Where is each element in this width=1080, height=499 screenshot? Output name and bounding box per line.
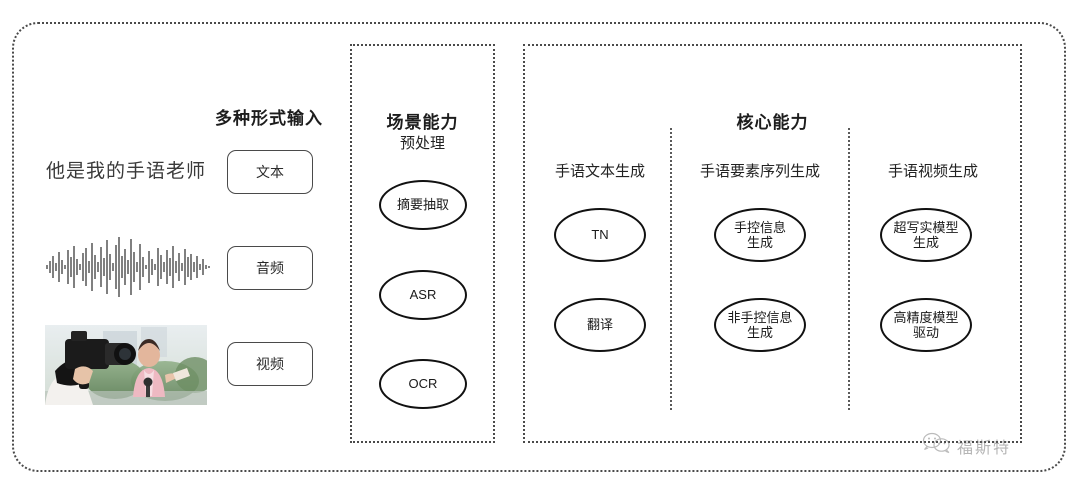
input-chip-text[interactable]: 文本: [227, 150, 313, 194]
node-label-line2: 生成: [746, 325, 773, 340]
core-column-divider-1: [670, 128, 672, 410]
node-label-line1: 手控信息: [733, 219, 786, 235]
core-column-label-sign-text-generation: 手语文本生成: [554, 163, 645, 180]
node-scene-summary-extraction[interactable]: 摘要抽取: [379, 180, 467, 230]
node-core-non-manual-signal-generation[interactable]: 非手控信息 生成: [714, 298, 806, 352]
node-label: 翻译: [586, 317, 613, 333]
node-core-manual-signal-generation[interactable]: 手控信息 生成: [714, 208, 806, 262]
node-core-high-precision-model-driving[interactable]: 高精度模型 驱动: [880, 298, 972, 352]
node-label: TN: [591, 227, 609, 243]
panel-core-title: 核心能力: [736, 113, 809, 132]
video-thumbnail: [45, 325, 207, 405]
node-label-line1: 超写实模型: [893, 219, 959, 235]
node-label-wrap: 非手控信息 生成: [727, 310, 792, 341]
node-core-hyperrealistic-model-generation[interactable]: 超写实模型 生成: [880, 208, 972, 262]
node-label: ASR: [409, 287, 437, 303]
panel-scene-capability: 场景能力: [350, 44, 495, 443]
node-label-line1: 非手控信息: [727, 309, 793, 325]
audio-waveform: [45, 235, 211, 299]
core-column-label-sign-element-sequence-generation: 手语要素序列生成: [699, 163, 820, 180]
watermark-text: 福斯特: [957, 439, 1012, 457]
node-core-tn[interactable]: TN: [554, 208, 646, 262]
node-label: OCR: [408, 376, 438, 392]
node-core-translation[interactable]: 翻译: [554, 298, 646, 352]
outer-frame: [12, 22, 1066, 472]
panel-core-capability: 核心能力: [523, 44, 1022, 443]
node-label-line2: 生成: [746, 235, 773, 250]
input-sample-sentence: 他是我的手语老师: [46, 161, 207, 182]
input-chip-audio[interactable]: 音频: [227, 246, 313, 290]
node-label-wrap: 手控信息 生成: [734, 220, 786, 251]
node-label-line1: 高精度模型: [893, 309, 959, 325]
input-section-heading: 多种形式输入: [215, 109, 323, 128]
node-label-line2: 驱动: [912, 325, 939, 340]
node-label-wrap: 超写实模型 生成: [893, 220, 958, 251]
node-label-line2: 生成: [912, 235, 939, 250]
scene-group-label-preprocess: 预处理: [399, 135, 445, 152]
node-scene-ocr[interactable]: OCR: [379, 359, 467, 409]
core-column-divider-2: [848, 128, 850, 410]
core-column-label-sign-video-generation: 手语视频生成: [887, 163, 978, 180]
watermark: 福斯特: [922, 432, 1011, 459]
node-label-wrap: 高精度模型 驱动: [893, 310, 958, 341]
node-scene-asr[interactable]: ASR: [379, 270, 467, 320]
panel-scene-title: 场景能力: [386, 113, 459, 132]
input-chip-video[interactable]: 视频: [227, 342, 313, 386]
wechat-icon: [922, 432, 952, 459]
node-label: 摘要抽取: [396, 197, 449, 213]
